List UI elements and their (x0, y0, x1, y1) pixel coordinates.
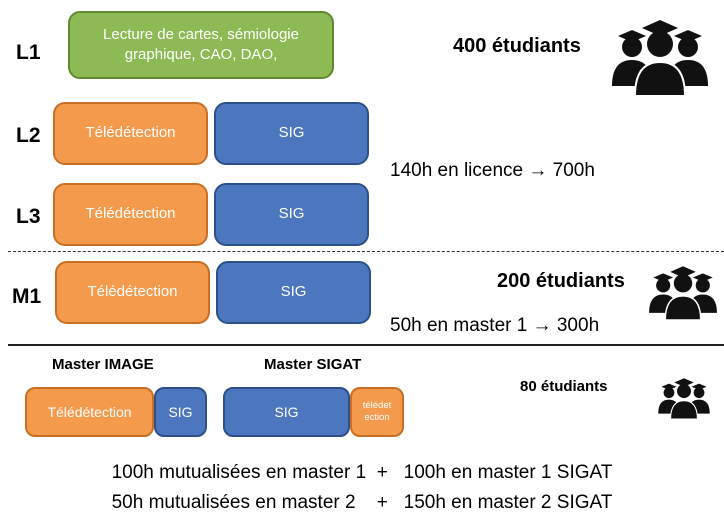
graduates-group-icon-small (658, 378, 710, 419)
graduates-group-icon-medium (649, 266, 717, 320)
solid-separator (8, 344, 724, 346)
level-label-l2: L2 (16, 124, 41, 147)
master-image-teledetection-box: Télédétection (25, 387, 154, 437)
graduates-group-icon-large (612, 20, 708, 96)
master-sigat-teledetection-box: télédet ection (350, 387, 404, 437)
l2-teledetection-box: Télédétection (53, 102, 208, 165)
l1-course-box: Lecture de cartes, sémiologie graphique,… (68, 11, 334, 79)
l3-teledetection-box: Télédétection (53, 183, 208, 246)
m1-sig-box: SIG (216, 261, 371, 324)
licence-hours: 140h en licence → 700h (390, 160, 595, 181)
level-label-l1: L1 (16, 41, 41, 64)
m1-teledetection-box: Télédétection (55, 261, 210, 324)
master-sigat-sig-box: SIG (223, 387, 350, 437)
master2-students-count: 80 étudiants (520, 378, 608, 395)
licence-students-count: 400 étudiants (453, 35, 581, 57)
master-sigat-title: Master SIGAT (264, 356, 362, 373)
l2-sig-box: SIG (214, 102, 369, 165)
level-label-l3: L3 (16, 205, 41, 228)
master-image-title: Master IMAGE (52, 356, 154, 373)
level-label-m1: M1 (12, 285, 42, 308)
footer-line-1: 100h mutualisées en master 1 + 100h en m… (111, 462, 613, 483)
master-image-sig-box: SIG (154, 387, 207, 437)
m1-hours: 50h en master 1 → 300h (390, 315, 600, 336)
m1-students-count: 200 étudiants (497, 270, 625, 292)
dashed-separator (8, 251, 724, 252)
footer-line-2: 50h mutualisées en master 2 + 150h en ma… (111, 492, 613, 513)
l3-sig-box: SIG (214, 183, 369, 246)
